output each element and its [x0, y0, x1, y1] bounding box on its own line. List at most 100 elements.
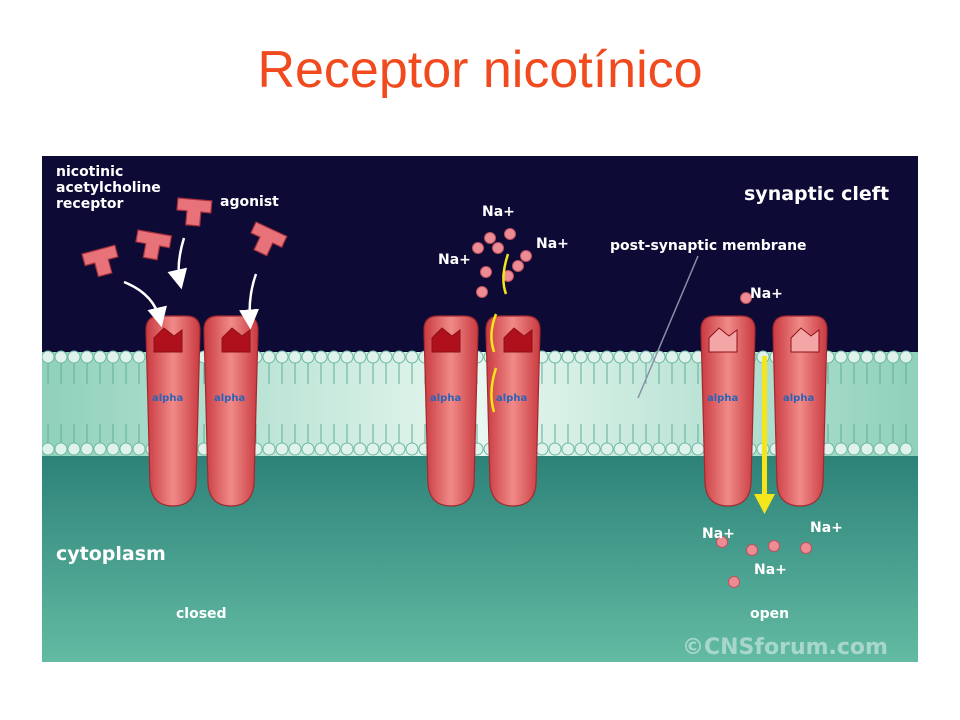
lipid-head: [549, 351, 561, 363]
membrane-label: post-synaptic membrane: [610, 238, 807, 254]
lipid-head: [575, 351, 587, 363]
lipid-head: [341, 351, 353, 363]
sodium-ion: [747, 545, 758, 556]
lipid-head: [549, 443, 561, 455]
lipid-head: [133, 443, 145, 455]
lipid-head: [614, 443, 626, 455]
state-label-closed: closed: [176, 606, 227, 622]
cytoplasm-label: cytoplasm: [56, 543, 166, 565]
sodium-ion: [729, 577, 740, 588]
sodium-ion: [477, 287, 488, 298]
lipid-head: [133, 351, 145, 363]
lipid-head: [640, 351, 652, 363]
lipid-head: [679, 443, 691, 455]
lipid-head: [562, 351, 574, 363]
subunit-label: alpha: [214, 393, 245, 404]
lipid-head: [640, 443, 652, 455]
lipid-head: [263, 351, 275, 363]
sodium-ion: [521, 251, 532, 262]
sodium-ion: [505, 229, 516, 240]
lipid-head: [55, 351, 67, 363]
copyright-watermark: ©CNSforum.com: [682, 635, 888, 660]
subunit-label: alpha: [152, 393, 183, 404]
lipid-head: [393, 351, 405, 363]
ion-label-1: Na+: [482, 204, 515, 220]
lipid-head: [107, 351, 119, 363]
lipid-head: [874, 351, 886, 363]
agonist-label: agonist: [220, 194, 279, 210]
lipid-head: [588, 351, 600, 363]
lipid-head: [42, 351, 54, 363]
lipid-head: [679, 351, 691, 363]
lipid-head: [588, 443, 600, 455]
lipid-head: [328, 351, 340, 363]
ion-label-4: Na+: [750, 286, 783, 302]
lipid-head: [302, 351, 314, 363]
lipid-head: [354, 443, 366, 455]
lipid-head: [653, 443, 665, 455]
lipid-head: [874, 443, 886, 455]
sodium-ion: [513, 261, 524, 272]
lipid-head: [861, 443, 873, 455]
sodium-ion: [481, 267, 492, 278]
lipid-head: [380, 443, 392, 455]
lipid-head: [367, 443, 379, 455]
lipid-head: [302, 443, 314, 455]
lipid-head: [666, 443, 678, 455]
lipid-head: [601, 351, 613, 363]
lipid-head: [627, 351, 639, 363]
sodium-ion: [769, 541, 780, 552]
ion-label-7: Na+: [754, 562, 787, 578]
lipid-head: [328, 443, 340, 455]
ion-label-5: Na+: [702, 526, 735, 542]
state-label-open: open: [750, 606, 789, 622]
lipid-head: [289, 351, 301, 363]
subunit-label: alpha: [707, 393, 738, 404]
lipid-head: [835, 351, 847, 363]
lipid-head: [900, 351, 912, 363]
lipid-head: [887, 351, 899, 363]
lipid-head: [666, 351, 678, 363]
receptor-diagram: alphaalphaalphaalphaalphaalpha nicotinic…: [42, 156, 918, 662]
lipid-head: [315, 443, 327, 455]
lipid-head: [107, 443, 119, 455]
subunit-label: alpha: [496, 393, 527, 404]
lipid-head: [692, 443, 704, 455]
lipid-head: [614, 351, 626, 363]
lipid-head: [601, 443, 613, 455]
sodium-ion: [485, 233, 496, 244]
synaptic-cleft-label: synaptic cleft: [744, 183, 889, 205]
lipid-head: [380, 351, 392, 363]
lipid-head: [354, 351, 366, 363]
lipid-head: [900, 443, 912, 455]
ion-label-6: Na+: [810, 520, 843, 536]
sodium-ion: [493, 243, 504, 254]
lipid-head: [94, 351, 106, 363]
lipid-head: [263, 443, 275, 455]
lipid-head: [276, 351, 288, 363]
lipid-head: [276, 443, 288, 455]
lipid-head: [887, 443, 899, 455]
lipid-head: [848, 443, 860, 455]
ion-label-2: Na+: [438, 252, 471, 268]
subunit-label: alpha: [430, 393, 461, 404]
lipid-head: [575, 443, 587, 455]
subunit-label: alpha: [783, 393, 814, 404]
lipid-head: [367, 351, 379, 363]
lipid-head: [42, 443, 54, 455]
lipid-head: [393, 443, 405, 455]
lipid-head: [81, 351, 93, 363]
lipid-head: [341, 443, 353, 455]
sodium-ion: [473, 243, 484, 254]
lipid-head: [68, 351, 80, 363]
lipid-head: [94, 443, 106, 455]
lipid-head: [120, 351, 132, 363]
lipid-head: [861, 351, 873, 363]
lipid-head: [81, 443, 93, 455]
lipid-head: [536, 443, 548, 455]
slide-title: Receptor nicotínico: [0, 40, 960, 100]
lipid-head: [562, 443, 574, 455]
open-channel-arrow-shaft: [762, 356, 767, 496]
lipid-head: [406, 351, 418, 363]
lipid-head: [120, 443, 132, 455]
